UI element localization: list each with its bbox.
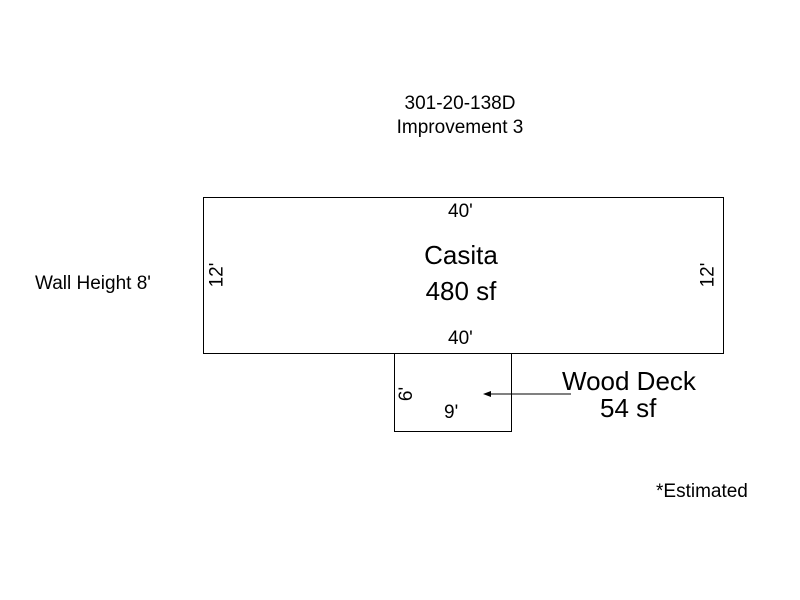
casita-left-dimension: 12' xyxy=(206,262,228,288)
deck-depth-dimension: 6' xyxy=(396,386,418,402)
deck-area: 54 sf xyxy=(600,393,657,423)
wall-height-note: Wall Height 8' xyxy=(35,273,151,294)
deck-name: Wood Deck xyxy=(562,366,696,396)
improvement-label: Improvement 3 xyxy=(396,117,524,138)
deck-outline xyxy=(394,353,512,432)
casita-area: 480 sf xyxy=(425,276,497,306)
casita-bottom-dimension: 40' xyxy=(448,328,473,349)
casita-name: Casita xyxy=(424,240,498,270)
estimated-note: *Estimated xyxy=(656,481,748,502)
casita-top-dimension: 40' xyxy=(448,201,473,222)
casita-right-dimension: 12' xyxy=(697,262,719,288)
parcel-id: 301-20-138D xyxy=(404,93,516,114)
deck-width-dimension: 9' xyxy=(444,402,459,423)
